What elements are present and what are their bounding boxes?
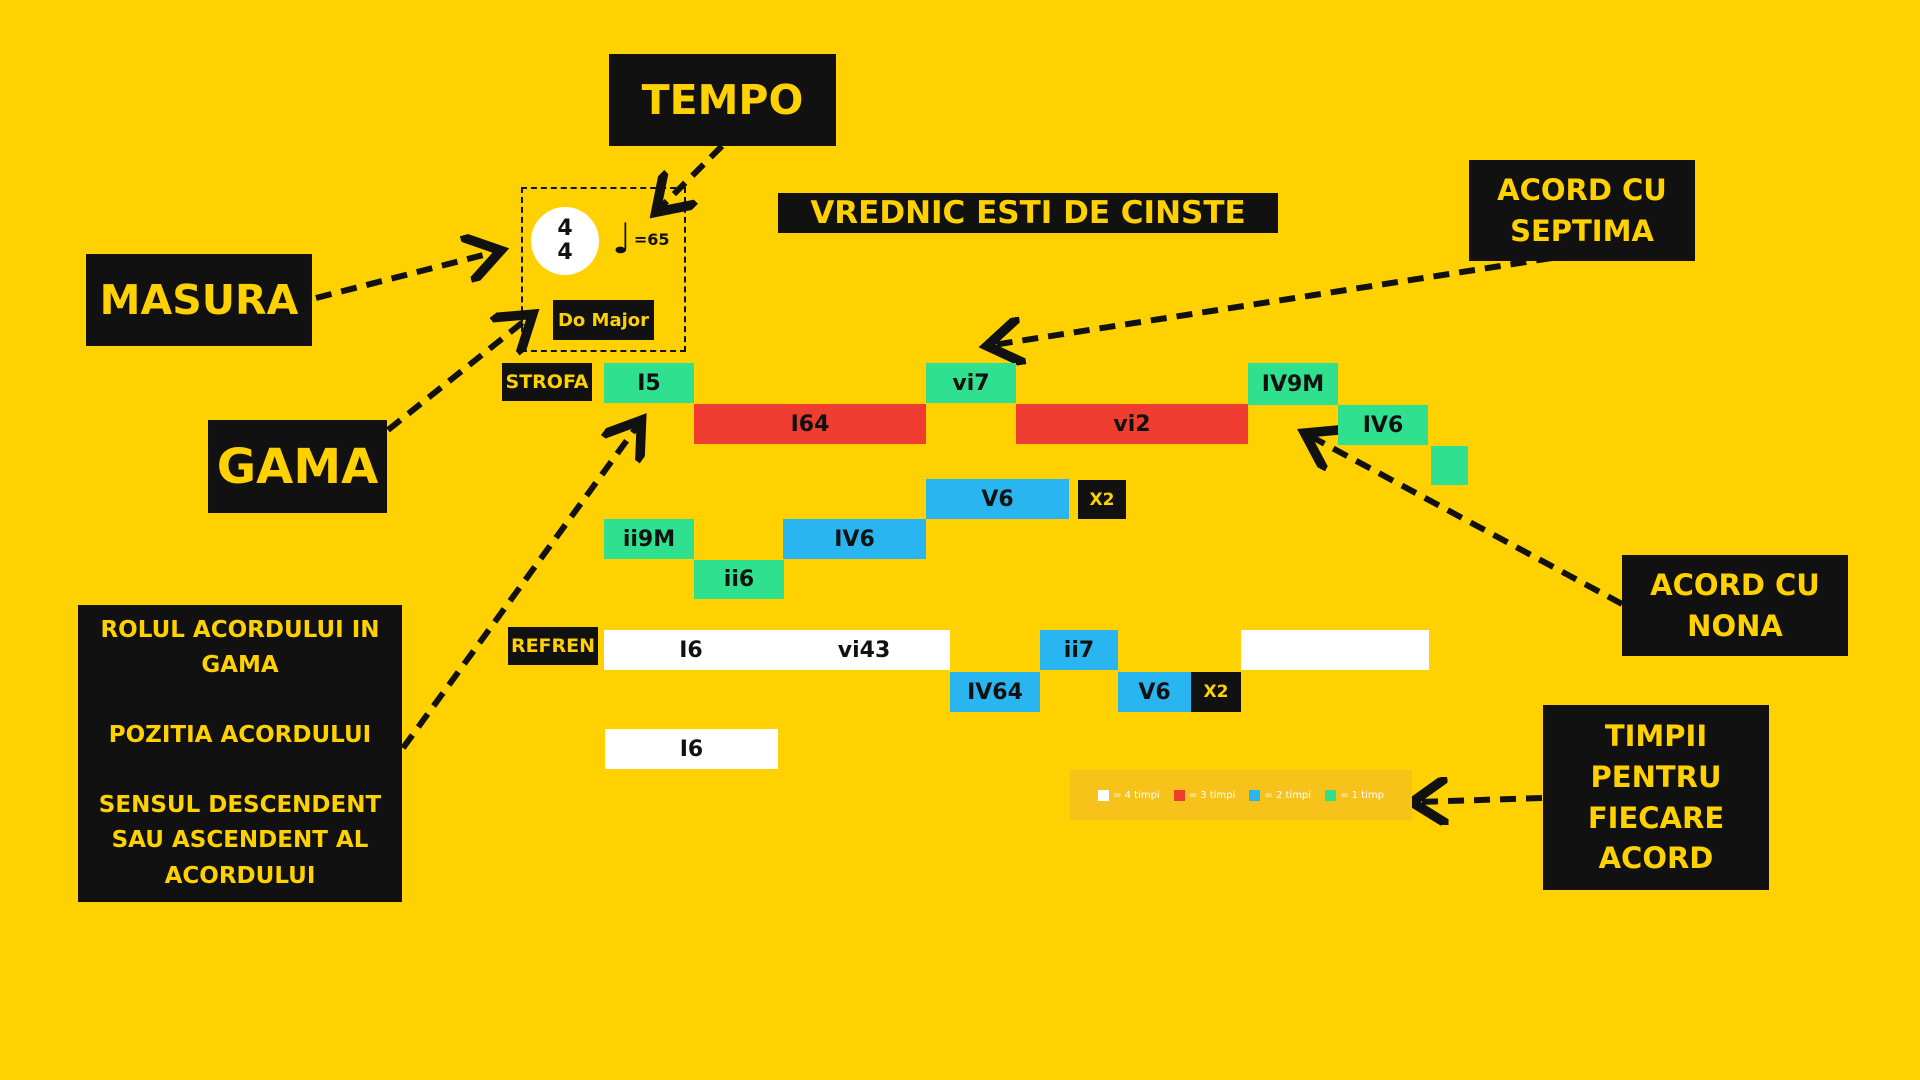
chord-label: IV6 xyxy=(834,526,875,552)
chord-label: IV64 xyxy=(967,679,1023,705)
chord-strofa-ii9M: ii9M xyxy=(604,519,694,559)
chord-label: IV9M xyxy=(1261,371,1325,397)
chord-label: I6 xyxy=(679,736,704,762)
chord-label: V6 xyxy=(981,486,1014,512)
masura-label: MASURA xyxy=(86,254,312,346)
rol-arrow xyxy=(400,425,638,750)
chord-strofa-IV6-b: IV6 xyxy=(783,519,926,559)
key-text: Do Major xyxy=(557,309,650,331)
refren-tag-text: REFREN xyxy=(510,635,596,657)
chord-label: IV6 xyxy=(1362,412,1404,438)
tempo-value: =65 xyxy=(633,229,670,249)
timpi-arrow xyxy=(1418,798,1543,802)
tempo-label: TEMPO xyxy=(609,54,836,146)
rol-label: ROLUL ACORDULUI IN GAMA POZITIA ACORDULU… xyxy=(78,605,402,902)
nona-label: ACORD CU NONA xyxy=(1622,555,1848,656)
time-signature: 4 4 xyxy=(531,207,599,275)
chord-refren-V6: V6 xyxy=(1118,672,1191,712)
repeat-refren: X2 xyxy=(1191,672,1241,712)
chord-strofa-ii6: ii6 xyxy=(694,560,784,599)
chord-label: vi7 xyxy=(952,370,990,396)
legend-one-text: = 1 timp xyxy=(1340,789,1384,801)
legend-four-beats: = 4 timpi xyxy=(1098,789,1160,801)
song-title: VREDNIC ESTI DE CINSTE xyxy=(778,193,1278,233)
chord-label: vi43 xyxy=(837,637,891,663)
chord-strofa-vi7: vi7 xyxy=(926,363,1016,403)
timpi-line2: PENTRU xyxy=(1590,759,1722,794)
gama-label-text: GAMA xyxy=(216,438,379,495)
rol-line5: SAU ASCENDENT AL xyxy=(111,827,369,854)
masura-label-text: MASURA xyxy=(99,276,299,324)
chord-strofa-I64: I64 xyxy=(694,404,926,444)
repeat-label: X2 xyxy=(1089,489,1115,510)
key-badge: Do Major xyxy=(553,300,654,340)
legend-one-beat: = 1 timp xyxy=(1325,789,1384,801)
septima-arrow xyxy=(993,255,1553,345)
strofa-tag-text: STROFA xyxy=(505,371,589,393)
chord-refren-IV64: IV64 xyxy=(950,672,1040,712)
chord-refren-vi43: vi43 xyxy=(778,630,950,670)
chord-refren-ii7: ii7 xyxy=(1040,630,1118,670)
chord-label: I5 xyxy=(637,370,661,396)
septima-label: ACORD CU SEPTIMA xyxy=(1469,160,1695,261)
time-signature-bottom: 4 xyxy=(557,240,573,265)
legend-swatch-blue xyxy=(1249,789,1261,801)
masura-arrow xyxy=(315,252,495,301)
rol-line1: ROLUL ACORDULUI IN xyxy=(100,616,380,643)
song-title-text: VREDNIC ESTI DE CINSTE xyxy=(810,195,1246,231)
rol-line2: GAMA xyxy=(201,652,279,679)
strofa-tag: STROFA xyxy=(502,363,592,401)
chord-label: vi2 xyxy=(1113,411,1151,437)
refren-tag: REFREN xyxy=(508,627,598,665)
timpi-line1: TIMPII xyxy=(1604,719,1708,754)
nona-line2: NONA xyxy=(1687,608,1783,643)
nona-line1: ACORD CU xyxy=(1650,567,1820,602)
chord-refren-I6: I6 xyxy=(604,630,778,670)
time-signature-top: 4 xyxy=(557,216,573,241)
quarter-note-icon: ♩ xyxy=(612,214,632,263)
chord-refren-I6-b: I6 xyxy=(605,729,778,769)
rol-line3: POZITIA ACORDULUI xyxy=(108,721,372,748)
chord-label: ii9M xyxy=(622,526,676,552)
header-box xyxy=(521,187,686,352)
chord-strofa-V6: V6 xyxy=(926,479,1069,519)
tempo-label-text: TEMPO xyxy=(641,76,804,124)
timpi-line4: ACORD xyxy=(1598,841,1714,876)
legend-four-text: = 4 timpi xyxy=(1113,789,1160,801)
rol-line6: ACORDULUI xyxy=(164,862,316,889)
tempo-marking: ♩ =65 xyxy=(612,214,682,264)
chord-label: ii6 xyxy=(723,567,755,592)
chord-label: I64 xyxy=(790,411,830,437)
repeat-strofa: X2 xyxy=(1078,480,1126,519)
chord-strofa-blank xyxy=(1431,446,1468,485)
legend-two-beats: = 2 timpi xyxy=(1249,789,1312,801)
timpi-line3: FIECARE xyxy=(1587,800,1725,835)
legend-two-text: = 2 timpi xyxy=(1264,789,1312,801)
legend-three-beats: = 3 timpi xyxy=(1173,789,1236,801)
chord-strofa-vi2: vi2 xyxy=(1016,404,1248,444)
chord-refren-blank xyxy=(1241,630,1429,670)
repeat-label: X2 xyxy=(1203,682,1229,702)
legend-swatch-green xyxy=(1325,789,1337,801)
chord-label: I6 xyxy=(679,637,703,663)
septima-line1: ACORD CU xyxy=(1497,172,1667,207)
chord-strofa-IV6: IV6 xyxy=(1338,405,1428,445)
legend-swatch-red xyxy=(1173,789,1185,801)
gama-label: GAMA xyxy=(208,420,387,513)
chord-strofa-I5: I5 xyxy=(604,363,694,403)
legend: = 4 timpi = 3 timpi = 2 timpi = 1 timp xyxy=(1070,770,1412,820)
chord-label: V6 xyxy=(1138,679,1171,705)
septima-line2: SEPTIMA xyxy=(1510,213,1654,248)
chord-label: ii7 xyxy=(1063,637,1095,663)
legend-three-text: = 3 timpi xyxy=(1188,789,1236,801)
legend-swatch-white xyxy=(1098,789,1110,801)
chord-strofa-IV9M: IV9M xyxy=(1248,363,1338,405)
timpi-label: TIMPII PENTRU FIECARE ACORD xyxy=(1543,705,1769,890)
rol-line4: SENSUL DESCENDENT xyxy=(98,791,382,818)
